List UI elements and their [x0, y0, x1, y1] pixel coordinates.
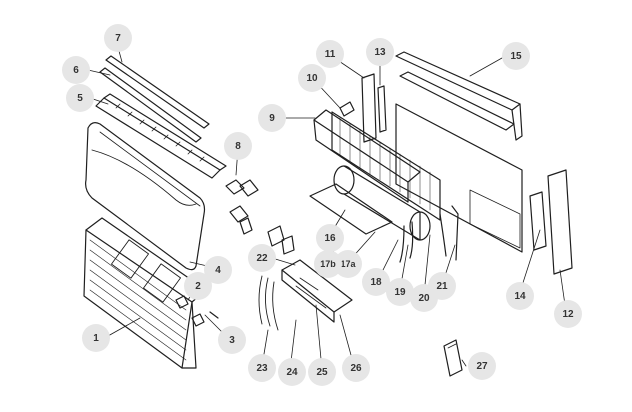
callout-6: 6 — [62, 56, 90, 84]
callout-22: 22 — [248, 244, 276, 272]
control-box — [281, 259, 353, 323]
refrigerant-pipes — [399, 205, 459, 263]
callout-11: 11 — [316, 40, 344, 68]
callout-27: 27 — [468, 352, 496, 380]
remote-control — [443, 339, 463, 377]
top-cover — [395, 51, 523, 141]
vertical-brackets — [361, 73, 387, 143]
callout-19: 19 — [386, 278, 414, 306]
callout-13: 13 — [366, 38, 394, 66]
clips — [175, 295, 219, 327]
callout-14: 14 — [506, 282, 534, 310]
callout-24: 24 — [278, 358, 306, 386]
callout-17b: 17b — [314, 250, 342, 278]
louver-brackets — [225, 179, 259, 235]
callout-26: 26 — [342, 354, 370, 382]
callout-3: 3 — [218, 326, 246, 354]
callout-9: 9 — [258, 104, 286, 132]
wire-clips — [267, 225, 295, 255]
wiring-harness — [258, 275, 279, 331]
callout-18: 18 — [362, 268, 390, 296]
filter-rods — [99, 55, 210, 143]
front-panel — [85, 122, 206, 271]
callout-5: 5 — [66, 84, 94, 112]
callout-8: 8 — [224, 132, 252, 160]
evaporator — [313, 101, 441, 221]
filter-frame — [95, 93, 227, 179]
callout-7: 7 — [104, 24, 132, 52]
front-grille — [83, 217, 207, 369]
callout-23: 23 — [248, 354, 276, 382]
back-chassis — [395, 103, 523, 253]
callout-12: 12 — [554, 300, 582, 328]
callout-4: 4 — [204, 256, 232, 284]
callout-21: 21 — [428, 272, 456, 300]
callout-16: 16 — [316, 224, 344, 252]
callout-25: 25 — [308, 358, 336, 386]
callout-15: 15 — [502, 42, 530, 70]
blower-assembly — [309, 165, 431, 241]
callout-10: 10 — [298, 64, 326, 92]
callout-1: 1 — [82, 324, 110, 352]
side-cover — [529, 169, 573, 275]
